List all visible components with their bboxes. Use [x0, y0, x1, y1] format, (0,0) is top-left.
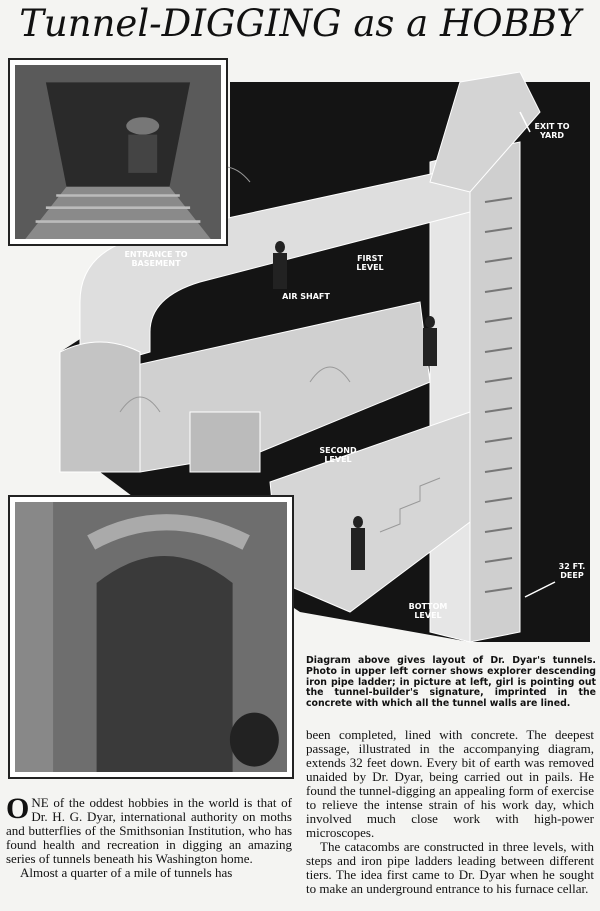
label-bottom-level: BOTTOM LEVEL — [408, 602, 448, 620]
article-title: Tunnel-DIGGING as a HOBBY — [19, 2, 581, 45]
label-second-level: SECOND LEVEL — [319, 446, 357, 464]
paragraph-2-start: Almost a quarter of a mile of tunnels ha… — [20, 865, 233, 880]
signature-photo — [8, 495, 294, 779]
paragraph-3: The catacombs are constructed in three l… — [306, 839, 594, 896]
paragraph-1: NE of the oddest hobbies in the world is… — [6, 795, 292, 866]
drop-cap: O — [6, 792, 30, 825]
photo-caption: Diagram above gives layout of Dr. Dyar's… — [306, 655, 596, 710]
label-entrance-to-basement: ENTRANCE TO BASEMENT — [124, 250, 188, 268]
explorer-ladder-photo — [8, 58, 228, 246]
label-first-level: FIRST LEVEL — [356, 254, 384, 272]
label-exit-to-yard: EXIT TO YARD — [534, 122, 570, 140]
label-depth: 32 FT. DEEP — [558, 562, 586, 580]
label-air-shaft: AIR SHAFT — [282, 292, 330, 301]
article-column-2: been completed, lined with concrete. The… — [306, 728, 594, 896]
paragraph-2-continued: been completed, lined with concrete. The… — [306, 727, 594, 840]
